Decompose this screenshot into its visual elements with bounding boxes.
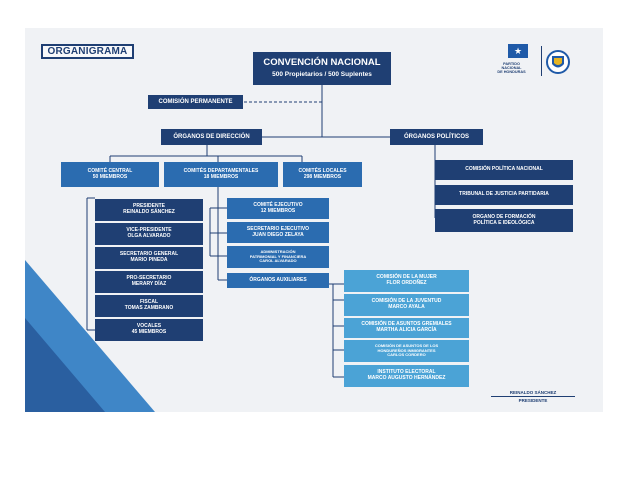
permanent-commission-node: COMISIÓN PERMANENTE bbox=[148, 95, 243, 109]
direction-organs-node: ÓRGANOS DE DIRECCIÓN bbox=[161, 129, 262, 145]
logo-line-2: NACIONAL bbox=[501, 66, 522, 71]
central-committee-node: COMITÉ CENTRAL 50 MIEMBROS bbox=[61, 162, 159, 187]
auxiliary-node: COMISIÓN DE LA JUVENTUD MARCO AYALA bbox=[344, 294, 469, 316]
decorative-triangle-dark bbox=[25, 318, 105, 412]
auxiliary-node: COMISIÓN DE ASUNTOS DE LOS HONDUREÑOS IN… bbox=[344, 340, 469, 362]
administration-node: ADMINISTRACIÓN PATRIMONIAL Y FINANCIERA … bbox=[227, 246, 329, 268]
auxiliary-node: COMISIÓN DE ASUNTOS GREMIALES MARTHA ALI… bbox=[344, 318, 469, 338]
convention-subtitle: 500 Propietarios / 500 Suplentes bbox=[272, 71, 372, 79]
political-organs-node: ÓRGANOS POLÍTICOS bbox=[390, 129, 483, 145]
star-icon: ★ bbox=[514, 47, 522, 57]
central-member-node: PRESIDENTE REINALDO SÁNCHEZ bbox=[95, 199, 203, 221]
executive-secretary-node: SECRETARIO EJECUTIVO JUAN DIEGO ZELAYA bbox=[227, 222, 329, 243]
logo-line-3: DE HONDURAS bbox=[497, 70, 526, 75]
central-member-node: PRO-SECRETARIO MERARY DÍAZ bbox=[95, 271, 203, 293]
executive-committee-node: COMITÉ EJECUTIVO 12 MIEMBROS bbox=[227, 198, 329, 219]
departmental-committees-node: COMITÉS DEPARTAMENTALES 18 MIEMBROS bbox=[164, 162, 278, 187]
convention-title: CONVENCIÓN NACIONAL bbox=[263, 57, 381, 69]
decorative-triangles bbox=[25, 260, 155, 412]
flag-icon bbox=[508, 44, 528, 58]
central-member-node: SECRETARIO GENERAL MARIO PINEDA bbox=[95, 247, 203, 269]
political-node: ORGANO DE FORMACIÓN POLÍTICA E IDEOLÓGIC… bbox=[435, 209, 573, 232]
signature-name: REINALDO SÁNCHEZ bbox=[491, 390, 575, 397]
auxiliary-organs-node: ÓRGANOS AUXILIARES bbox=[227, 273, 329, 288]
party-logo: ★ bbox=[508, 44, 570, 76]
central-member-node: VICE-PRESIDENTE OLGA ALVARADO bbox=[95, 223, 203, 245]
central-member-node: VOCALES 45 MIEMBROS bbox=[95, 319, 203, 341]
logo-text: PARTIDO NACIONAL DE HONDURAS bbox=[484, 62, 539, 75]
central-member-node: FISCAL TOMAS ZAMBRANO bbox=[95, 295, 203, 317]
signature: REINALDO SÁNCHEZ PRESIDENTE bbox=[491, 390, 575, 403]
page-title: ORGANIGRAMA bbox=[41, 44, 134, 59]
logo-line-1: PARTIDO bbox=[503, 62, 520, 66]
convention-node: CONVENCIÓN NACIONAL 500 Propietarios / 5… bbox=[253, 52, 391, 85]
local-committees-node: COMITÉS LOCALES 298 MIEMBROS bbox=[283, 162, 362, 187]
political-node: COMISIÓN POLÍTICA NACIONAL bbox=[435, 160, 573, 180]
auxiliary-node: COMISIÓN DE LA MUJER FLOR ORDOÑEZ bbox=[344, 270, 469, 292]
org-chart-slide: ORGANIGRAMA ★ PARTIDO NACIONAL DE HONDUR… bbox=[25, 28, 603, 412]
political-node: TRIBUNAL DE JUSTICIA PARTIDARIA bbox=[435, 185, 573, 205]
signature-role: PRESIDENTE bbox=[518, 398, 548, 403]
auxiliary-node: INSTITUTO ELECTORAL MARCO AUGUSTO HERNÁN… bbox=[344, 365, 469, 387]
